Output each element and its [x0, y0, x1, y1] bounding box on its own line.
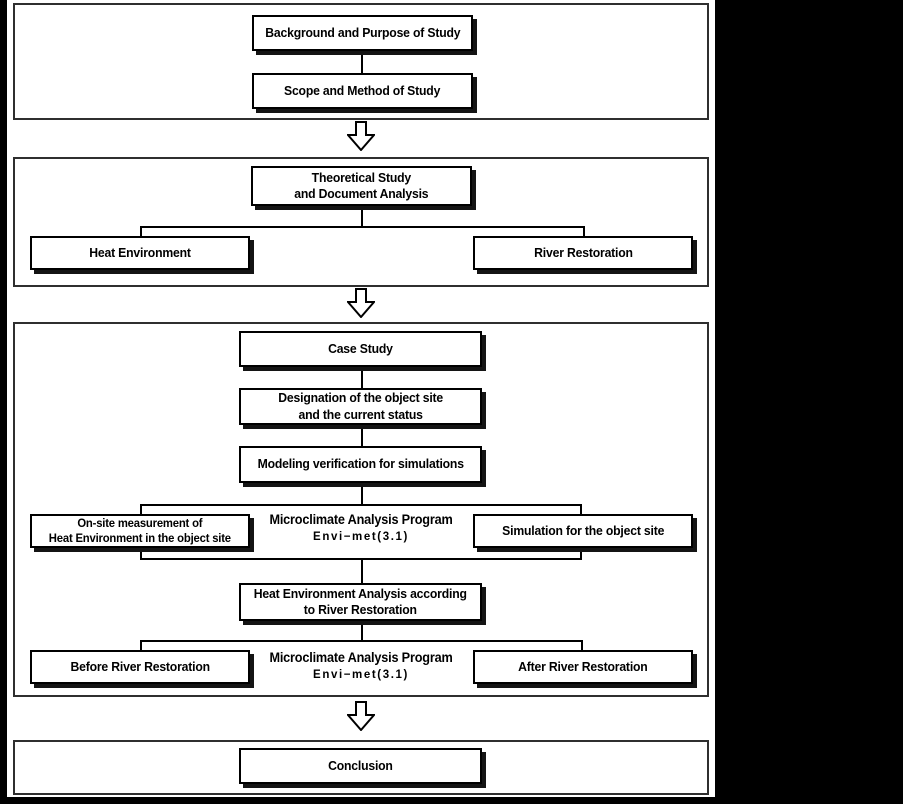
box-river-restoration-label: River Restoration: [533, 244, 633, 260]
box-heat-environment-label: Heat Environment: [89, 244, 191, 260]
connector-line: [361, 367, 363, 388]
box-case-study: Case Study: [239, 331, 482, 367]
connector-line: [361, 621, 363, 640]
box-before-river-restoration-label: Before River Restoration: [70, 658, 210, 674]
box-modeling-verification: Modeling verification for simulations: [239, 446, 482, 483]
box-onsite-measurement: On-site measurement of Heat Environment …: [30, 514, 250, 548]
microclimate-program-title-2: Microclimate Analysis Program: [269, 650, 453, 665]
box-conclusion-label: Conclusion: [328, 757, 393, 773]
box-designation-object-site-label: Designation of the object site and the c…: [278, 390, 443, 422]
box-heat-environment-analysis: Heat Environment Analysis according to R…: [239, 583, 482, 621]
box-river-restoration: River Restoration: [473, 236, 693, 270]
envimet-version-1: Envi−met(3.1): [313, 531, 409, 543]
program-label-group-1: Microclimate Analysis Program Envi−met(3…: [256, 512, 466, 543]
branch-bracket: [140, 640, 583, 642]
box-before-river-restoration: Before River Restoration: [30, 650, 250, 684]
microclimate-program-title-1: Microclimate Analysis Program: [269, 512, 453, 527]
box-background-purpose-label: Background and Purpose of Study: [264, 24, 461, 40]
box-theoretical-study-label: Theoretical Study and Document Analysis: [294, 169, 429, 201]
box-after-river-restoration: After River Restoration: [473, 650, 693, 684]
envimet-version-2: Envi−met(3.1): [313, 669, 409, 681]
box-modeling-verification-label: Modeling verification for simulations: [257, 456, 464, 472]
box-heat-environment-analysis-label: Heat Environment Analysis according to R…: [254, 585, 467, 617]
branch-bracket-stub: [581, 640, 583, 650]
program-label-group-2: Microclimate Analysis Program Envi−met(3…: [256, 650, 466, 681]
down-arrow-icon: [347, 288, 375, 318]
connector-line: [361, 206, 363, 226]
box-heat-environment: Heat Environment: [30, 236, 250, 270]
connector-line: [361, 483, 363, 504]
box-designation-object-site: Designation of the object site and the c…: [239, 388, 482, 425]
box-simulation-object-site-label: Simulation for the object site: [501, 522, 665, 538]
box-background-purpose: Background and Purpose of Study: [252, 15, 473, 51]
box-scope-method-label: Scope and Method of Study: [284, 82, 441, 98]
connector-line: [361, 560, 363, 583]
box-onsite-measurement-label: On-site measurement of Heat Environment …: [48, 516, 232, 545]
box-scope-method: Scope and Method of Study: [252, 73, 473, 109]
box-simulation-object-site: Simulation for the object site: [473, 514, 693, 548]
box-after-river-restoration-label: After River Restoration: [518, 658, 648, 674]
box-case-study-label: Case Study: [328, 340, 393, 356]
box-theoretical-study: Theoretical Study and Document Analysis: [251, 166, 472, 206]
connector-line: [361, 51, 363, 73]
branch-bracket-stub: [140, 226, 142, 236]
down-arrow-icon: [347, 701, 375, 731]
connector-line: [361, 425, 363, 446]
box-conclusion: Conclusion: [239, 748, 482, 784]
branch-bracket-stub: [583, 226, 585, 236]
down-arrow-icon: [347, 121, 375, 151]
branch-bracket-stub: [140, 640, 142, 650]
branch-bracket: [140, 226, 585, 228]
